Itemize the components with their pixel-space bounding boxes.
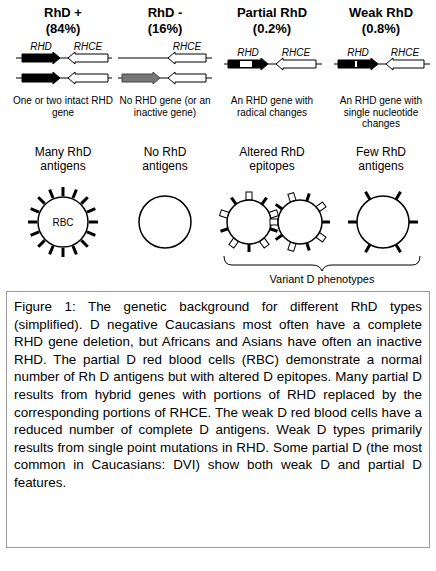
- frequency-label: (0.8%): [331, 22, 431, 37]
- frequency-label: (84%): [13, 22, 113, 37]
- antigen-description: No RhD antigens: [130, 146, 200, 174]
- type-heading: RhD +: [13, 6, 113, 21]
- cell-circle: [38, 197, 88, 247]
- antigen-description: Altered RhD epitopes: [237, 146, 307, 174]
- antigen: [30, 207, 39, 213]
- rhd-gene: [22, 52, 60, 64]
- antigen: [37, 239, 45, 247]
- antigen: [248, 244, 251, 252]
- rhce-gene: [168, 72, 206, 84]
- red-cell: [278, 200, 322, 244]
- rhce-gene: [168, 52, 206, 64]
- gene-description: One or two intact RHD gene: [11, 95, 115, 118]
- antigen-description: Few RhD antigens: [346, 146, 416, 174]
- rhce-gene: [276, 58, 316, 70]
- antigen: [86, 231, 95, 237]
- antigen: [80, 239, 88, 247]
- antigen: [30, 231, 39, 237]
- antigen: [322, 221, 330, 224]
- antigen: [86, 207, 95, 213]
- type-heading: Partial RhD: [220, 6, 324, 21]
- mutated-rhd-gene: [338, 58, 378, 70]
- antigen: [89, 221, 98, 224]
- rhce-gene: [386, 58, 424, 70]
- rhce-gene: [68, 52, 108, 64]
- gene-description: An RHD gene with single nucleotide chang…: [331, 95, 431, 130]
- red-cell: [139, 196, 191, 248]
- gene-label: RHD: [228, 47, 268, 59]
- red-cell: [357, 196, 409, 248]
- frequency-label: (0.2%): [220, 22, 324, 37]
- gene-label: RHD: [338, 47, 378, 59]
- altered-epitope: [246, 192, 252, 200]
- type-heading: RhD -: [115, 6, 215, 21]
- antigen: [72, 245, 78, 254]
- antigen: [409, 221, 418, 224]
- cell-label: RBC: [37, 217, 89, 228]
- frequency-label: (16%): [115, 22, 215, 37]
- antigen: [37, 196, 45, 204]
- group-bracket: [224, 256, 420, 271]
- figure-caption: Figure 1: The genetic background for dif…: [14, 298, 422, 492]
- antigen: [80, 196, 88, 204]
- type-heading: Weak RhD: [331, 6, 431, 21]
- group-label: Variant D phenotypes: [242, 273, 402, 286]
- gene-label: RHCE: [68, 41, 108, 53]
- gene-label: RHCE: [167, 41, 207, 53]
- weak-d-cell: [348, 191, 418, 253]
- caption-frame: [7, 292, 430, 548]
- rhce-segment: [240, 61, 252, 67]
- point-mutation: [355, 61, 357, 67]
- gene-label: RHCE: [276, 47, 316, 59]
- red-cell: RBC: [37, 196, 89, 248]
- hybrid-rhd-gene: [228, 58, 268, 70]
- antigen: [48, 245, 54, 254]
- gene-label: RHCE: [385, 47, 425, 59]
- antigen: [62, 248, 65, 257]
- antigen: [72, 189, 78, 198]
- partial-d-cell: [270, 193, 330, 252]
- antigen-description: Many RhD antigens: [28, 146, 98, 174]
- rhce-gene: [68, 72, 108, 84]
- rhd-gene: [22, 72, 60, 84]
- antigen: [28, 221, 37, 224]
- antigen: [62, 187, 65, 196]
- gene-description: An RHD gene with radical changes: [222, 95, 322, 118]
- red-cell: [227, 200, 271, 244]
- gene-label: RHD: [21, 41, 61, 53]
- antigen-spikes: [28, 187, 98, 257]
- gene-description: No RHD gene (or an inactive gene): [115, 95, 215, 118]
- altered-epitope: [270, 219, 278, 225]
- antigen: [348, 221, 357, 224]
- partial-d-cell: [220, 192, 279, 252]
- inactive-rhd-gene: [122, 72, 160, 84]
- antigen: [48, 189, 54, 198]
